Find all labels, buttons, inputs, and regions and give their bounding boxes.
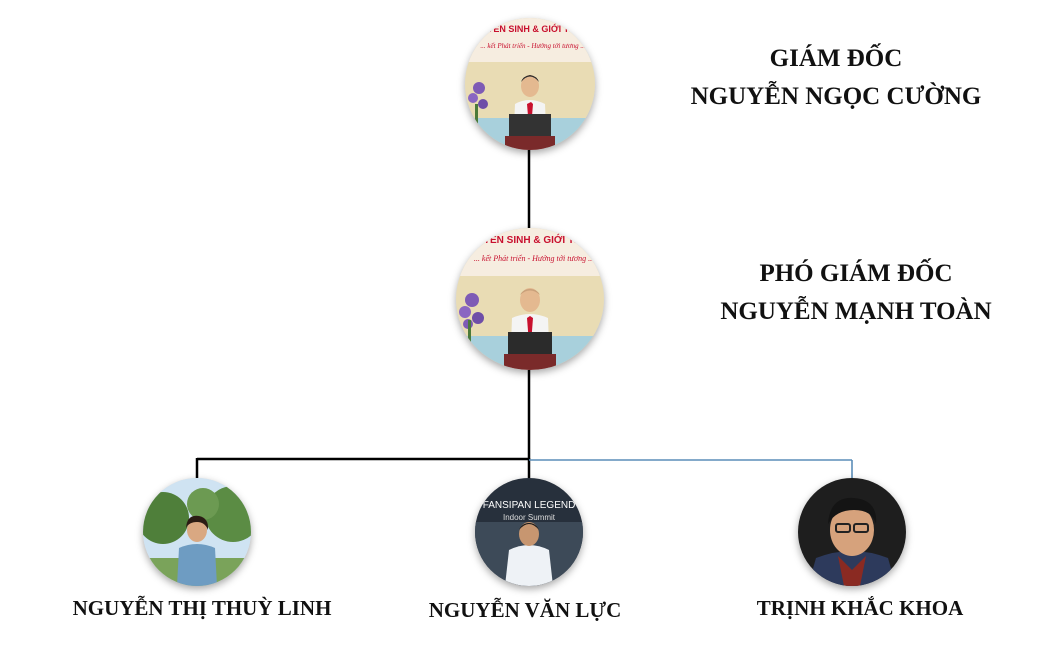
staff-name-khoa: TRỊNH KHẮC KHOA: [756, 596, 964, 620]
deputy-label: PHÓ GIÁM ĐỐC NGUYỄN MẠNH TOÀN: [700, 255, 1012, 331]
director-banner-line2: ... kết Phát triển - Hướng tới tương ...: [480, 42, 585, 50]
staff-avatar-linh: [143, 478, 251, 586]
person-at-podium-icon: TUYỂN SINH & GIỚI THIỆU ... kết Phát tri…: [456, 228, 604, 370]
staff-avatar-khoa: [798, 478, 906, 586]
director-avatar: TUYỂN SINH & GIỚI THIỆU ... kết Phát tri…: [465, 18, 595, 150]
luc-backdrop-line2: Indoor Summit: [503, 513, 556, 522]
person-portrait-icon: [798, 478, 906, 586]
luc-backdrop-line1: FANSIPAN LEGEND: [483, 500, 576, 511]
deputy-name: NGUYỄN MẠNH TOÀN: [720, 298, 992, 325]
staff-avatar-luc: FANSIPAN LEGEND Indoor Summit: [475, 478, 583, 586]
staff-name-luc: NGUYỄN VĂN LỰC: [428, 598, 622, 622]
deputy-avatar: TUYỂN SINH & GIỚI THIỆU ... kết Phát tri…: [456, 228, 604, 370]
deputy-title: PHÓ GIÁM ĐỐC: [759, 260, 953, 287]
person-portrait-icon: FANSIPAN LEGEND Indoor Summit: [475, 478, 583, 586]
staff-name-linh: NGUYỄN THỊ THUỲ LINH: [72, 596, 332, 620]
person-at-podium-icon: TUYỂN SINH & GIỚI THIỆU ... kết Phát tri…: [465, 18, 595, 150]
director-title: GIÁM ĐỐC: [769, 45, 903, 72]
deputy-banner-line2: ... kết Phát triển - Hướng tới tương ...: [474, 254, 594, 263]
director-banner-line1: TUYỂN SINH & GIỚI THIỆU: [475, 23, 590, 34]
person-portrait-icon: [143, 478, 251, 586]
director-name: NGUYỄN NGỌC CƯỜNG: [690, 83, 982, 110]
deputy-banner-line1: TUYỂN SINH & GIỚI THIỆU: [470, 233, 598, 246]
director-label: GIÁM ĐỐC NGUYỄN NGỌC CƯỜNG: [676, 40, 996, 116]
